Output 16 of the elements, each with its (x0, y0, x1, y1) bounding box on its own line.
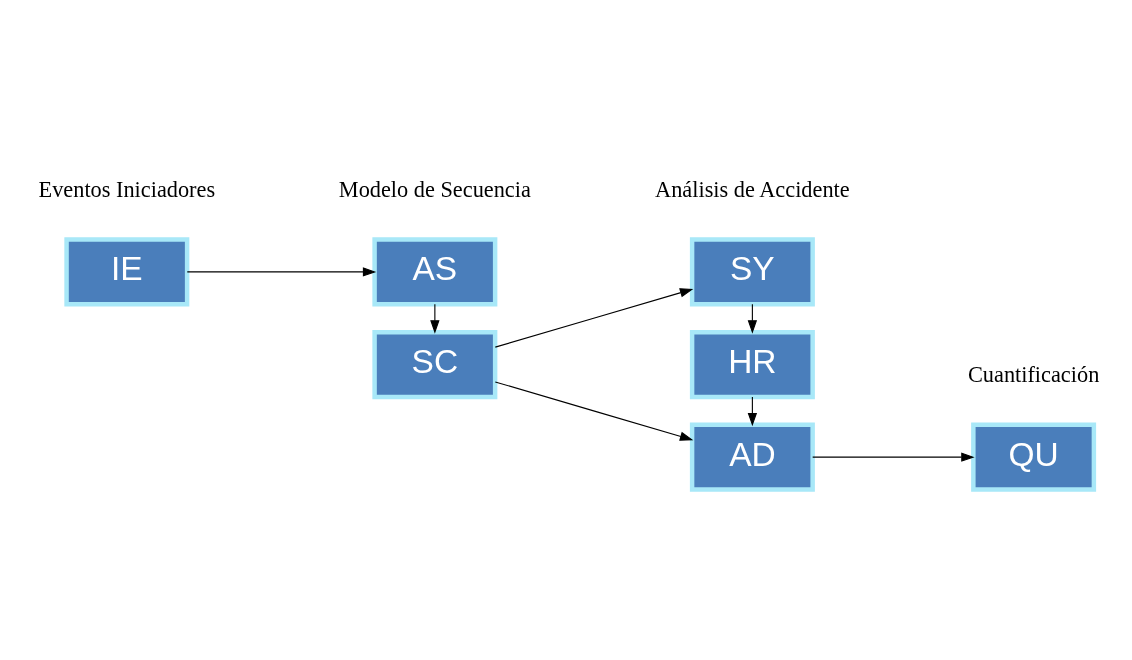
node-box: AD (689, 422, 815, 492)
label: Eventos Iniciadores (38, 176, 216, 202)
arrow (812, 451, 975, 462)
node-box: SC (372, 329, 498, 399)
node-box: SY (689, 236, 815, 306)
node-box: QU (971, 422, 1097, 492)
label: Modelo de Secuencia (338, 176, 531, 202)
node-box: AS (372, 236, 498, 306)
label: Análisis de Accidente (655, 176, 850, 202)
arrow (494, 287, 694, 348)
arrow (494, 380, 694, 441)
arrow (430, 303, 440, 334)
node-box: IE (64, 236, 190, 306)
label: Cuantificación (967, 361, 1100, 387)
node-box: HR (689, 329, 815, 399)
arrow (186, 266, 377, 277)
